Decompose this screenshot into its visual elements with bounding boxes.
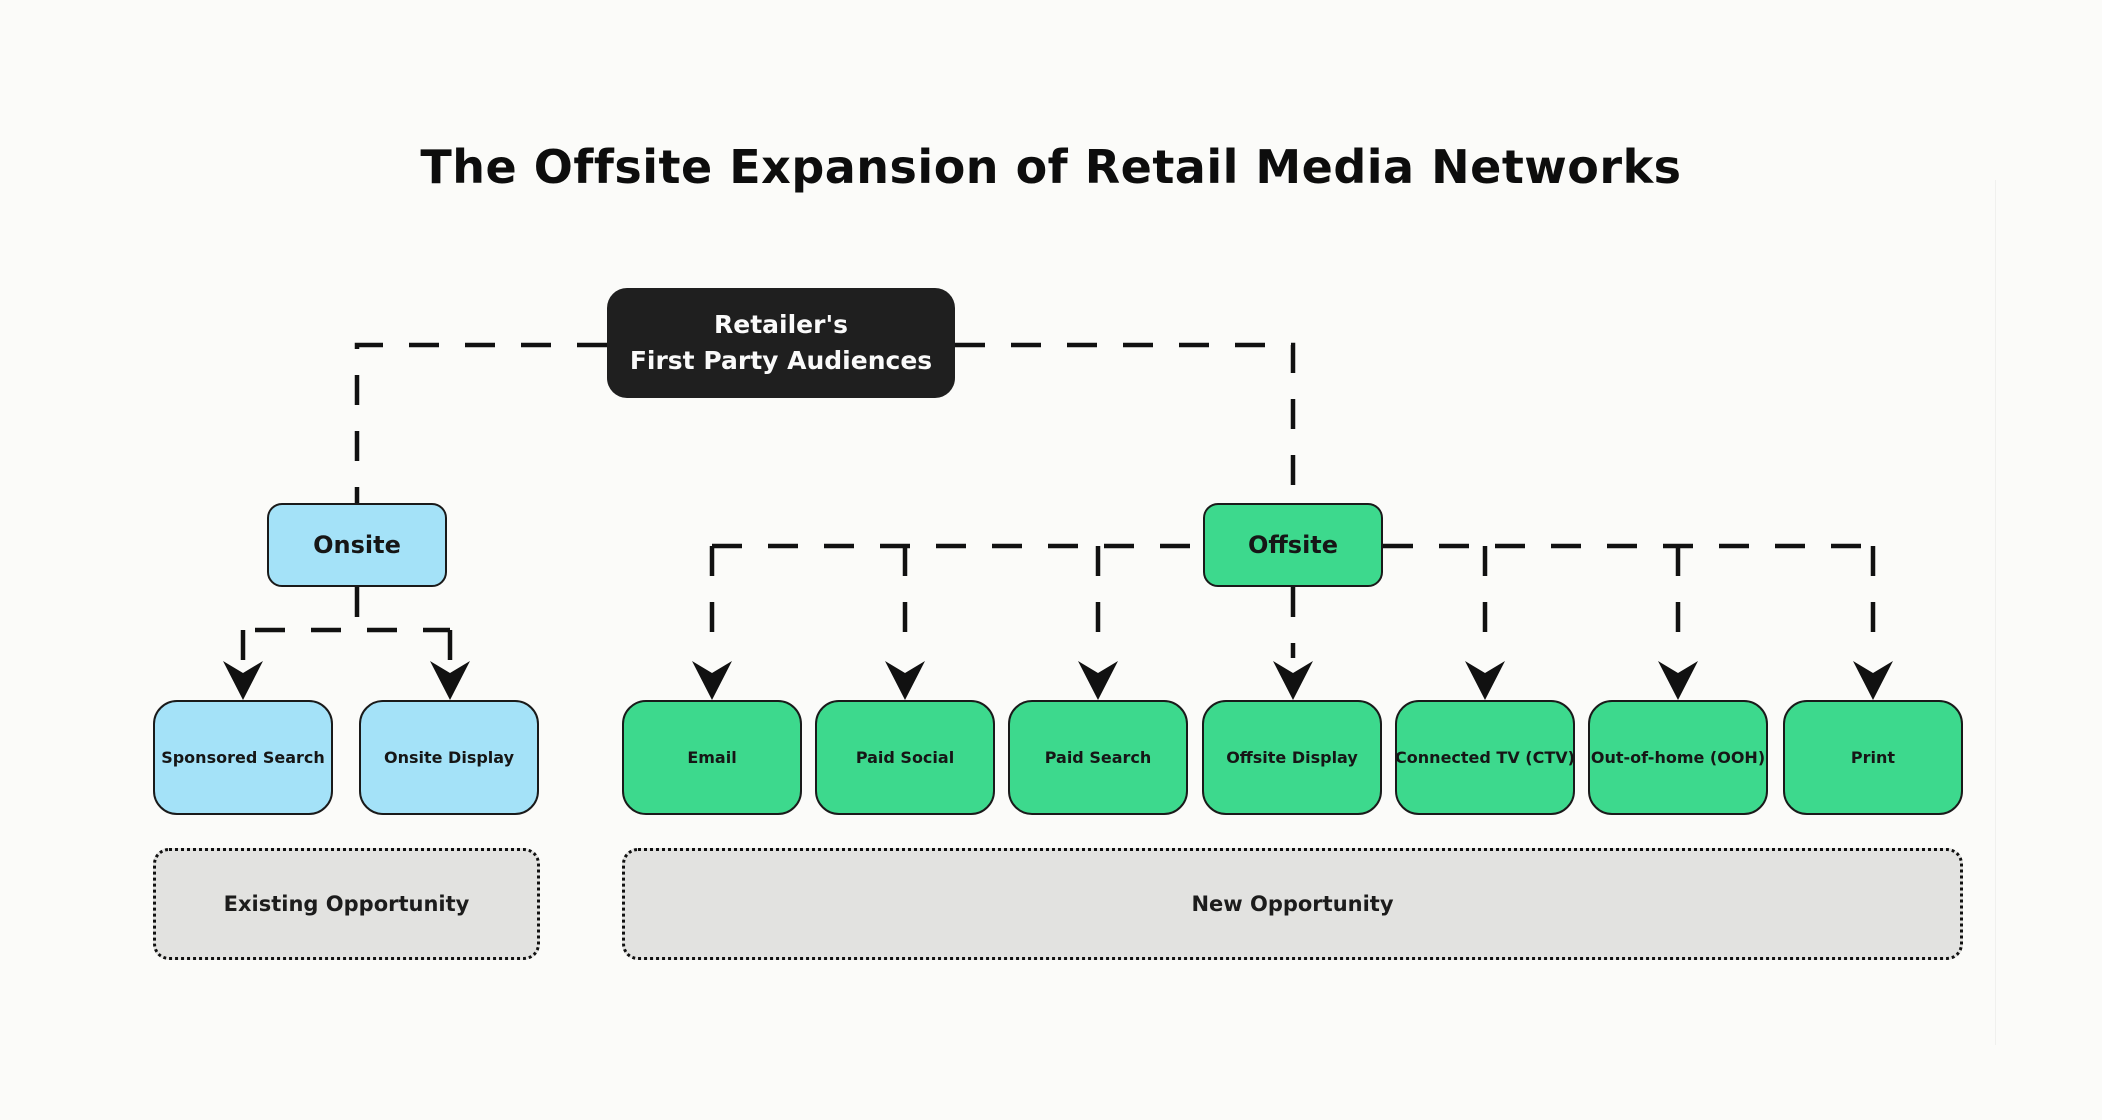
- diagram-title: The Offsite Expansion of Retail Media Ne…: [420, 140, 1682, 194]
- node-onsite-display: Onsite Display: [359, 700, 539, 815]
- node-email: Email: [622, 700, 802, 815]
- new-opportunity-box: New Opportunity: [622, 848, 1963, 960]
- node-retailers-first-party-audiences: Retailer's First Party Audiences: [607, 288, 955, 398]
- node-out-of-home: Out-of-home (OOH): [1588, 700, 1768, 815]
- connector-root-onsite: [354, 342, 607, 503]
- connector-root-offsite: [955, 342, 1296, 503]
- node-offsite-display: Offsite Display: [1202, 700, 1382, 815]
- node-paid-social: Paid Social: [815, 700, 995, 815]
- root-label-line2: First Party Audiences: [629, 346, 933, 375]
- arrowhead-connected-tv: [1465, 661, 1505, 700]
- arrowhead-paid-search: [1078, 661, 1118, 700]
- arrowhead-paid-social: [885, 661, 925, 700]
- existing-opportunity-box: Existing Opportunity: [153, 848, 540, 960]
- node-paid-search: Paid Search: [1008, 700, 1188, 815]
- node-print: Print: [1783, 700, 1963, 815]
- arrowhead-offsite-display: [1273, 661, 1313, 700]
- node-onsite: Onsite: [267, 503, 447, 587]
- canvas-edge-line: [1995, 180, 1996, 1045]
- node-offsite: Offsite: [1203, 503, 1383, 587]
- node-sponsored-search: Sponsored Search: [153, 700, 333, 815]
- arrowhead-sponsored-search: [223, 661, 263, 700]
- root-node-label: Retailer's First Party Audiences: [630, 307, 932, 380]
- arrowhead-print: [1853, 661, 1893, 700]
- node-connected-tv: Connected TV (CTV): [1395, 700, 1575, 815]
- root-label-line1: Retailer's: [714, 309, 848, 339]
- arrowhead-email: [692, 661, 732, 700]
- arrowhead-ooh: [1658, 661, 1698, 700]
- arrowhead-onsite-display: [430, 661, 470, 700]
